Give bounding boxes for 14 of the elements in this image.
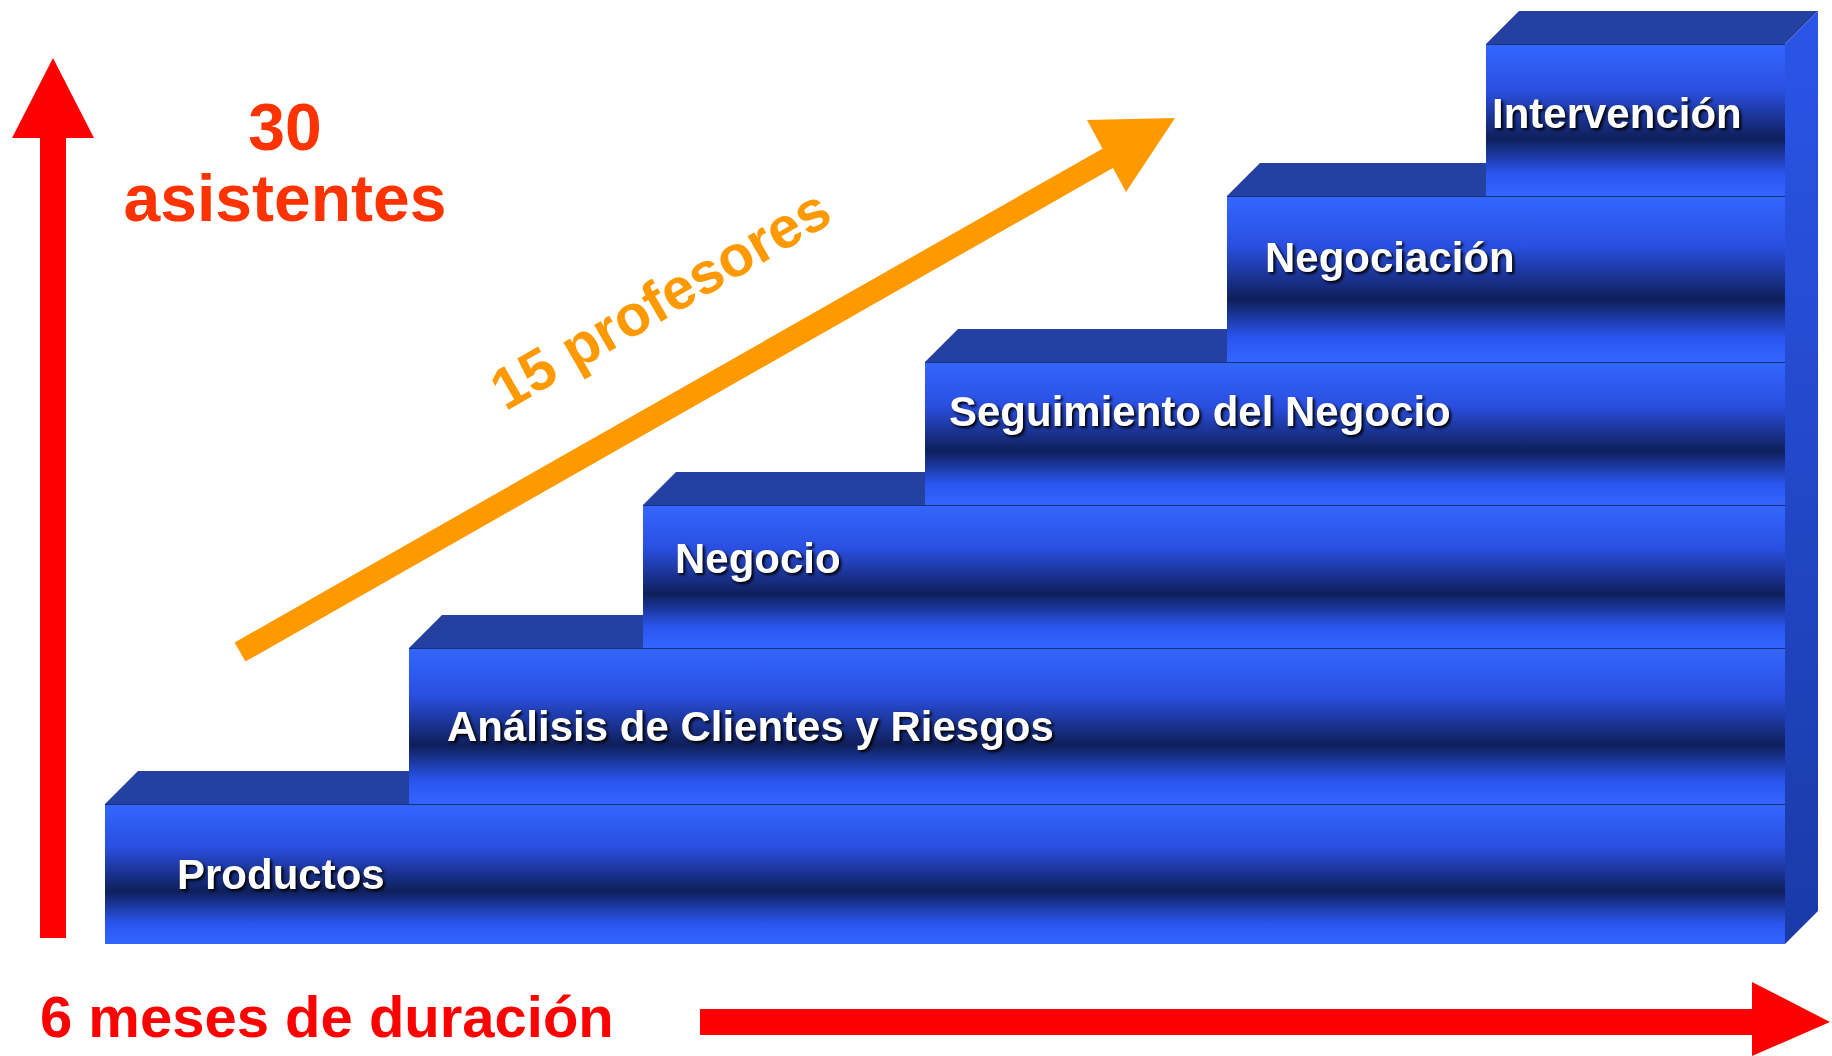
step-block [105,804,1785,944]
step-block [925,362,1785,505]
step-label: Intervención [1492,93,1742,135]
step-block [409,648,1785,804]
attendees-label: 30 asistentes [122,92,448,235]
step-label: Seguimiento del Negocio [949,391,1451,433]
step-label: Análisis de Clientes y Riesgos [447,705,1054,748]
step-block [1227,196,1785,362]
step-label: Productos [177,853,385,896]
step-label: Negociación [1265,237,1515,279]
duration-label: 6 meses de duración [40,988,614,1046]
step-block [1486,44,1785,196]
step-label: Negocio [675,538,841,580]
step-block [643,505,1785,648]
